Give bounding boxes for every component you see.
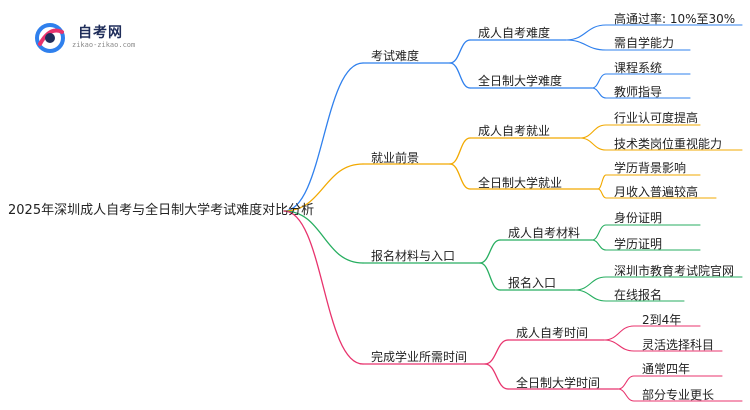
child-connector <box>449 137 471 165</box>
leaf-label: 需自学能力 <box>614 36 675 50</box>
child-connector <box>479 239 501 264</box>
leaf-connector <box>565 39 607 51</box>
branch-label: 报名材料与入口 <box>371 249 456 263</box>
leaf-connector <box>597 188 607 199</box>
child-label: 报名入口 <box>508 276 557 290</box>
leaf-label: 技术类岗位重视能力 <box>614 137 723 151</box>
child-label: 全日制大学就业 <box>478 176 563 190</box>
leaf-label: 月收入普遍较高 <box>614 185 699 199</box>
leaf-connector <box>617 388 635 402</box>
branch-label: 就业前景 <box>371 151 420 165</box>
leaf-label: 教师指导 <box>614 85 663 99</box>
child-connector <box>484 363 509 390</box>
child-label: 成人自考难度 <box>478 26 551 40</box>
leaf-connector <box>603 325 635 341</box>
logo-emblem-icon <box>35 23 65 53</box>
site-logo[interactable]: 自考网 zikao-zikao.com <box>34 22 144 54</box>
child-label: 全日制大学难度 <box>478 74 563 88</box>
leaf-connector <box>597 174 607 190</box>
child-connector <box>449 163 471 190</box>
leaf-label: 身份证明 <box>614 211 663 225</box>
leaf-connector <box>591 239 607 251</box>
branch-connector <box>283 210 364 365</box>
branch-label: 完成学业所需时间 <box>371 350 468 364</box>
leaf-label: 高通过率: 10%至30% <box>614 12 736 26</box>
leaf-label: 灵活选择科目 <box>642 338 715 352</box>
leaf-label: 课程系统 <box>614 61 663 75</box>
child-label: 成人自考就业 <box>478 124 551 138</box>
leaf-connector <box>565 24 607 41</box>
leaf-connector <box>574 276 607 291</box>
child-connector <box>449 39 471 64</box>
leaf-connector <box>579 124 607 139</box>
child-label: 成人自考材料 <box>508 226 581 240</box>
logo-title: 自考网 <box>78 25 123 41</box>
branch-connector <box>283 210 364 264</box>
leaf-label: 行业认可度提高 <box>614 111 699 125</box>
leaf-connector <box>579 137 607 151</box>
root-topic: 2025年深圳成人自考与全日制大学考试难度对比分析 <box>8 203 315 218</box>
branch-connector <box>283 163 364 212</box>
leaf-connector <box>591 73 607 89</box>
branch-connector <box>283 62 364 212</box>
child-connector <box>449 62 471 89</box>
child-label: 成人自考时间 <box>516 326 589 340</box>
leaf-label: 通常四年 <box>642 362 691 376</box>
leaf-connector <box>617 375 635 390</box>
leaf-connector <box>603 339 635 352</box>
leaf-connector <box>591 224 607 241</box>
child-label: 全日制大学时间 <box>516 376 601 390</box>
child-connector <box>479 262 501 291</box>
leaf-label: 2到4年 <box>642 313 682 327</box>
leaf-label: 深圳市教育考试院官网 <box>614 264 735 278</box>
leaf-connector <box>591 87 607 99</box>
child-connector <box>484 339 509 365</box>
leaf-label: 学历证明 <box>614 237 663 251</box>
leaf-label: 在线报名 <box>614 288 663 302</box>
leaf-connector <box>574 289 607 302</box>
leaf-label: 部分专业更长 <box>642 388 715 402</box>
logo-url: zikao-zikao.com <box>72 41 136 49</box>
branch-label: 考试难度 <box>371 49 420 63</box>
leaf-label: 学历背景影响 <box>614 161 687 175</box>
